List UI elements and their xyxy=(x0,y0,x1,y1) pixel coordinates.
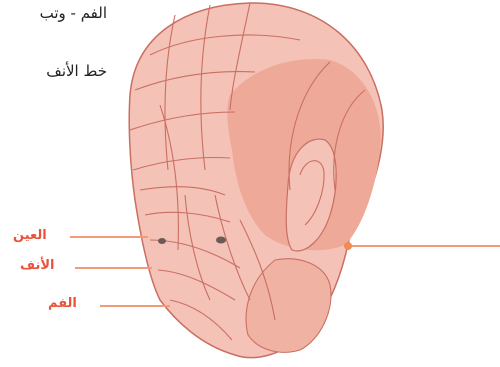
left-eye xyxy=(158,238,166,244)
label-eye: العين xyxy=(13,228,47,243)
label-nose: الأنف xyxy=(20,258,55,273)
pointer-dot xyxy=(344,242,352,250)
label-mouth: الفم xyxy=(48,296,77,311)
right-eye xyxy=(216,237,226,244)
